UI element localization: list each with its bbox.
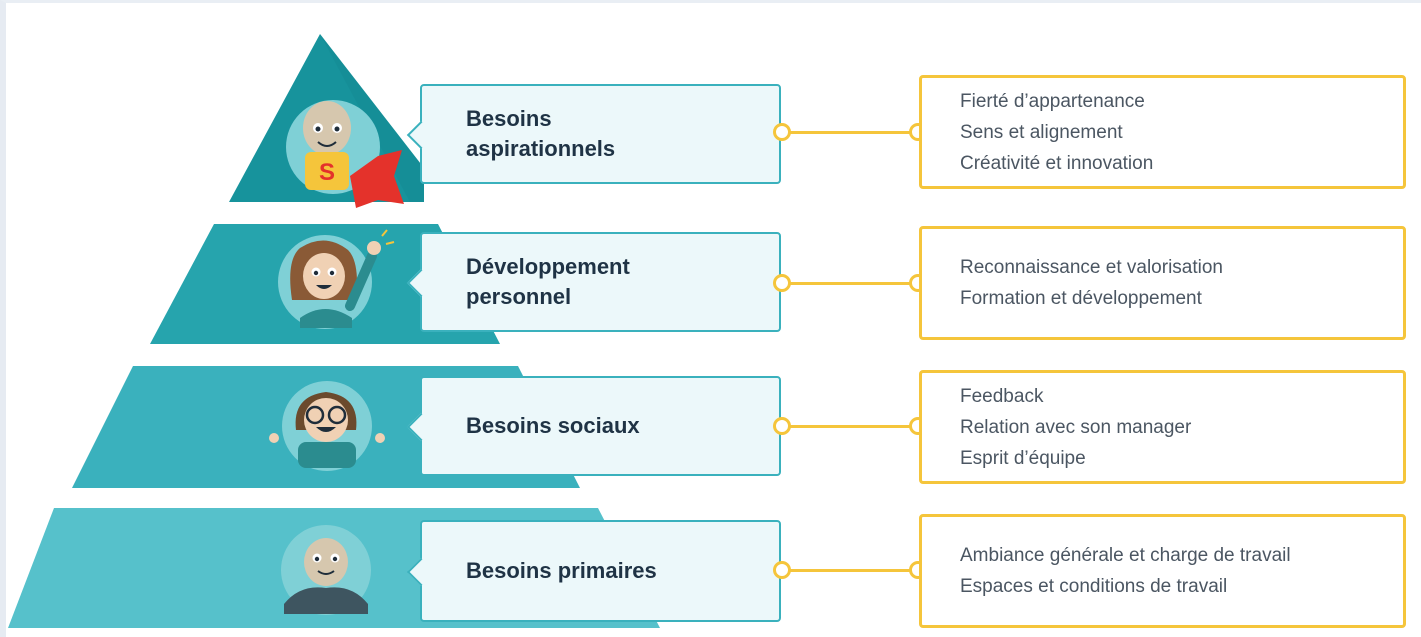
superhero-avatar-icon: S [286, 100, 404, 208]
need-title: Besoins aspirationnels [466, 106, 616, 161]
connector-dot-left [773, 123, 791, 141]
person-at-desk-avatar-icon [281, 525, 371, 615]
detail-item: Reconnaissance et valorisation [960, 257, 1223, 278]
detail-item: Formation et développement [960, 288, 1202, 309]
connector-line [782, 282, 919, 285]
need-box-personal-development: Développement personnel [406, 232, 781, 332]
need-title: Développement personnel [466, 254, 630, 309]
detail-item: Créativité et innovation [960, 152, 1154, 174]
detail-item: Feedback [960, 385, 1044, 407]
detail-item: Relation avec son manager [960, 416, 1192, 438]
detail-item: Sens et alignement [960, 121, 1123, 143]
need-box-primary: Besoins primaires [406, 520, 781, 622]
smiling-person-glasses-avatar-icon [269, 381, 385, 471]
need-title: Besoins sociaux [466, 413, 640, 438]
detail-item: Espaces et conditions de travail [960, 576, 1228, 597]
waving-woman-avatar-icon [278, 229, 395, 329]
connector-line [782, 569, 919, 572]
detail-box-personal-development: Reconnaissance et valorisation Formation… [919, 226, 1406, 340]
detail-box-aspirational: Fierté d’appartenance Sens et alignement… [919, 75, 1406, 189]
detail-item: Esprit d’équipe [960, 447, 1086, 469]
detail-item: Fierté d’appartenance [960, 90, 1145, 112]
connector-dot-left [773, 274, 791, 292]
need-box-social: Besoins sociaux [406, 376, 781, 476]
need-title: Besoins primaires [466, 558, 657, 583]
detail-box-primary: Ambiance générale et charge de travail E… [919, 514, 1406, 628]
connector-line [782, 425, 919, 428]
detail-item: Ambiance générale et charge de travail [960, 545, 1291, 566]
detail-box-social: Feedback Relation avec son manager Espri… [919, 370, 1406, 484]
connector-dot-left [773, 561, 791, 579]
connector-line [782, 131, 919, 134]
need-box-aspirational: Besoins aspirationnels [406, 84, 781, 184]
connector-dot-left [773, 417, 791, 435]
svg-text:S: S [319, 159, 335, 186]
